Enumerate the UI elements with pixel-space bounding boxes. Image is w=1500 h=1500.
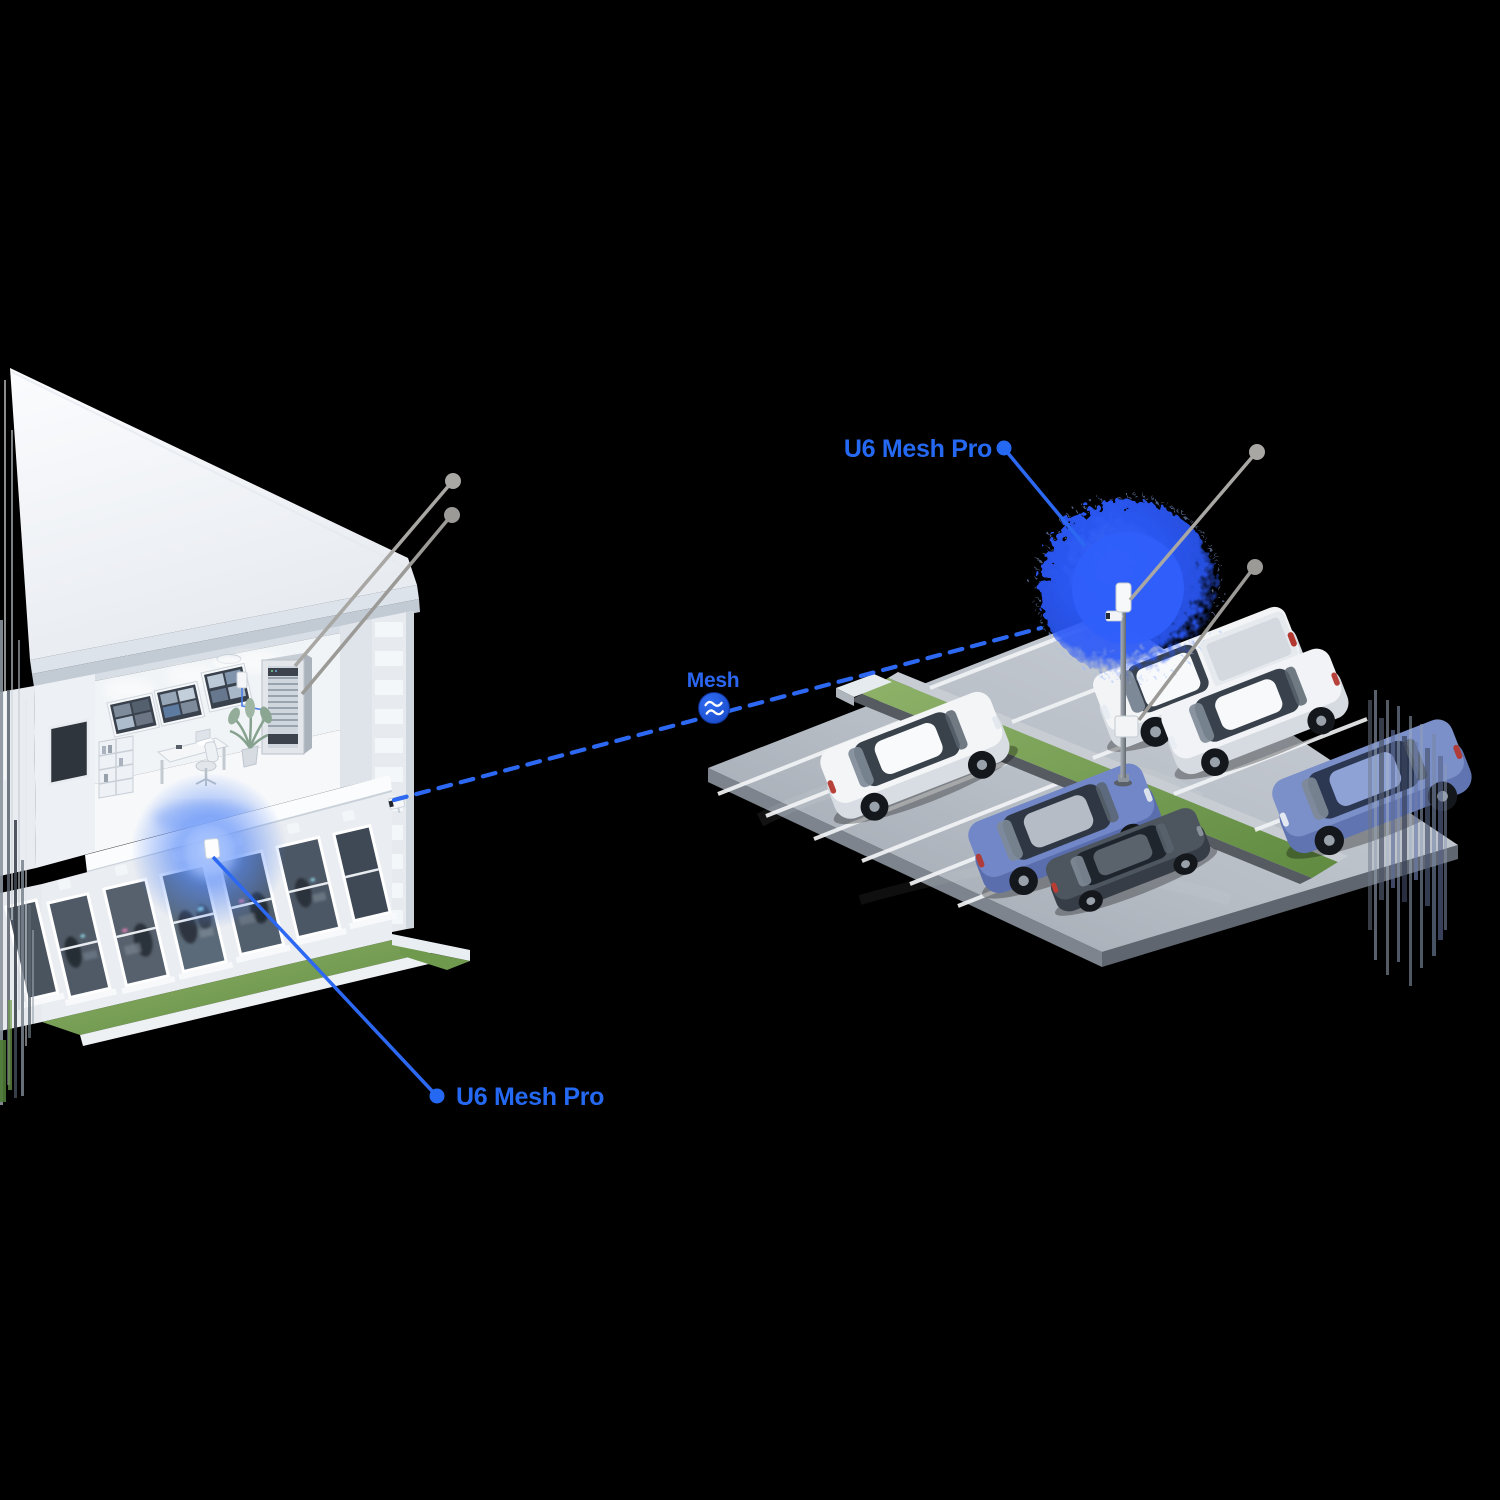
light-pole: [1105, 582, 1139, 787]
glitch-artifacts-right: [1368, 690, 1447, 986]
lot-callout-lines: [1128, 444, 1265, 722]
mesh-indicator: Mesh: [687, 669, 740, 724]
lot-side-left: [708, 768, 1102, 967]
roof: [10, 368, 420, 687]
indoor-ap-device: [203, 838, 221, 859]
pole-camera-icon: [1105, 610, 1124, 622]
parking-lot: [708, 606, 1487, 967]
outdoor-ap-label: U6 Mesh Pro: [844, 435, 992, 463]
callout-dot: [996, 440, 1012, 456]
server-rack: [261, 653, 312, 755]
pole-equipment-box: [1114, 715, 1139, 738]
desk-phone: [176, 745, 182, 749]
callout-dot: [445, 473, 461, 489]
callout-line: [1005, 450, 1087, 548]
office-building: [0, 368, 470, 1046]
upper-wall-right: [340, 619, 372, 788]
callout-dot: [429, 1088, 445, 1104]
bookshelf: [98, 735, 134, 799]
indoor-ap-callout: U6 Mesh Pro: [211, 855, 604, 1111]
callout-line: [211, 855, 435, 1094]
laptop: [195, 728, 214, 746]
wall-monitor-1: [106, 692, 161, 738]
outdoor-ap-device: [1115, 582, 1132, 613]
callout-dot: [1249, 444, 1265, 460]
indoor-ap-label: U6 Mesh Pro: [456, 1083, 604, 1111]
potted-plant: [228, 698, 272, 768]
upper-door: [48, 718, 90, 786]
mesh-wave-icon: [698, 692, 730, 724]
window-1: [46, 878, 117, 1007]
glitch-artifacts-left: [0, 380, 34, 1105]
building-grass: [42, 934, 470, 1046]
callout-dot: [444, 507, 460, 523]
callout-dot: [1247, 559, 1263, 575]
wall-monitor-2: [153, 680, 206, 727]
window-6: [332, 809, 398, 930]
outdoor-ap-callout: U6 Mesh Pro: [844, 435, 1087, 548]
building-callout-lines: [293, 473, 461, 696]
window-5: [275, 822, 347, 947]
mesh-label: Mesh: [687, 669, 739, 692]
